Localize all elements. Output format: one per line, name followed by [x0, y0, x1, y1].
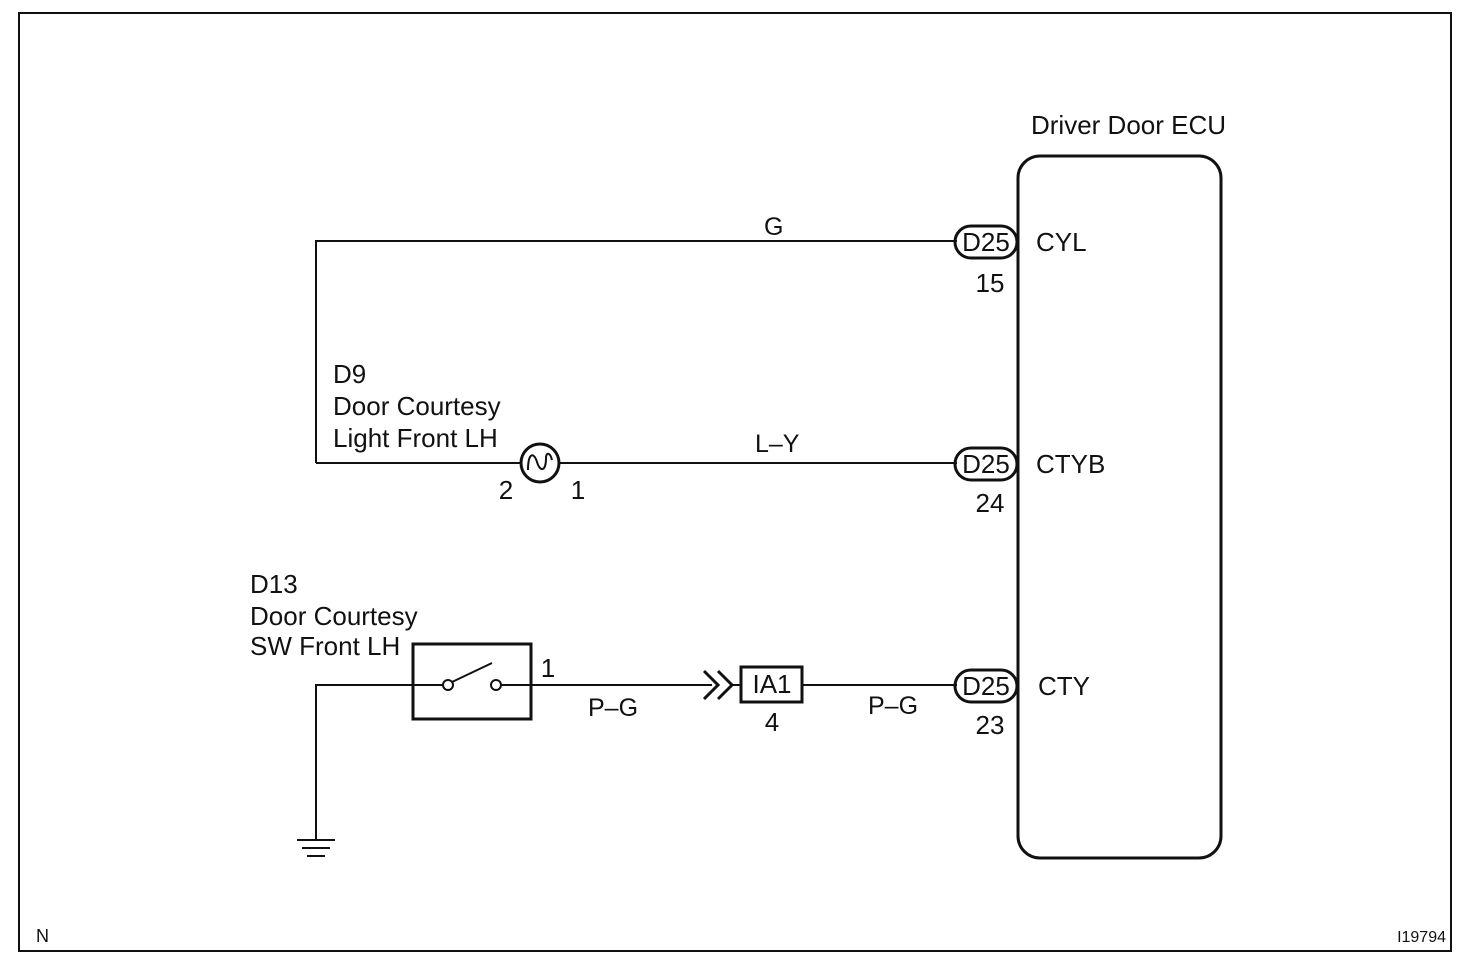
switch-icon: [442, 662, 502, 691]
light-code: D9: [333, 359, 366, 389]
connector-d25-cyl: [953, 224, 1019, 260]
wire-ctyb-color: L–Y: [755, 430, 800, 458]
pin-24: 24: [976, 488, 1005, 518]
connector-d25-cyl-label: D25: [962, 227, 1010, 257]
light-name-line2: Light Front LH: [333, 423, 498, 453]
junction-pin-4: 4: [765, 707, 779, 737]
terminal-cyl: CYL: [1036, 227, 1087, 257]
switch-name-line2: SW Front LH: [250, 631, 400, 661]
corner-mark-n: N: [36, 926, 49, 946]
switch-pin-1: 1: [541, 653, 555, 683]
wire-cyl: [315, 240, 957, 463]
terminal-ctyb: CTYB: [1036, 449, 1105, 479]
light-pin-2: 2: [499, 475, 513, 505]
diagram-frame: [18, 12, 1452, 952]
lamp-icon: [519, 442, 561, 484]
connector-d25-ctyb-label: D25: [962, 449, 1010, 479]
wire-ground: [315, 684, 443, 840]
switch-box: [411, 642, 533, 721]
wire-cty-right-color: P–G: [868, 692, 918, 720]
pin-23: 23: [976, 710, 1005, 740]
light-name-line1: Door Courtesy: [333, 391, 501, 421]
ecu-box: [1016, 154, 1223, 860]
connector-d25-ctyb: [953, 446, 1019, 482]
pin-15: 15: [976, 268, 1005, 298]
wire-cyl-color: G: [764, 213, 783, 241]
connector-d25-cty-label: D25: [962, 671, 1010, 701]
terminal-cty: CTY: [1038, 671, 1090, 701]
light-pin-1: 1: [571, 475, 585, 505]
ecu-title: Driver Door ECU: [1031, 110, 1226, 140]
connector-d25-cty: [953, 668, 1019, 704]
switch-name-line1: Door Courtesy: [250, 601, 418, 631]
switch-code: D13: [250, 569, 298, 599]
wire-cty-left-color: P–G: [588, 694, 638, 722]
ground-icon: [297, 839, 335, 857]
figure-id: I19794: [1397, 929, 1446, 946]
junction-ia1-label: IA1: [752, 669, 791, 699]
